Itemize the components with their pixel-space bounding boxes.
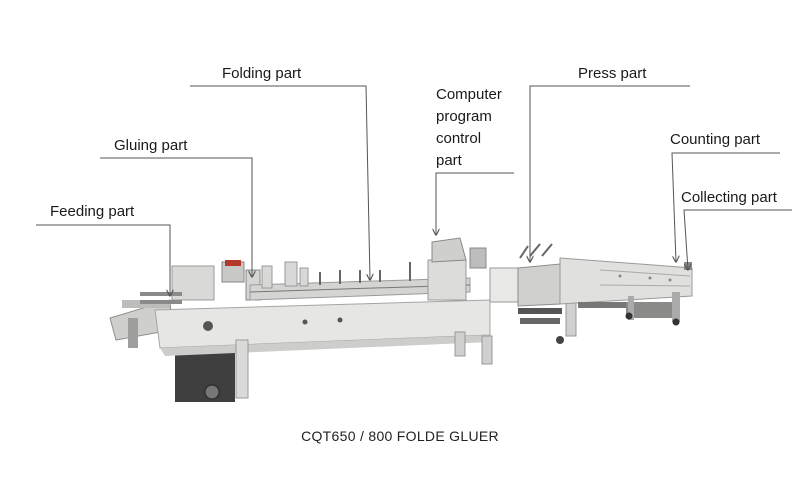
label-computer-line-3: control [436, 130, 482, 147]
leader-lines [36, 85, 792, 296]
label-counting-part: Counting part [670, 131, 761, 148]
label-computer-line-1: Computer [436, 86, 502, 103]
label-computer-line-4: part [436, 152, 462, 169]
label-feeding-part: Feeding part [50, 203, 135, 220]
machine-caption: CQT650 / 800 FOLDE GLUER [301, 428, 499, 444]
folding-section [154, 261, 493, 399]
leader-computer [436, 172, 514, 235]
leader-feeding [36, 224, 170, 296]
leader-counting [671, 152, 780, 262]
label-folding-part: Folding part [222, 65, 302, 82]
leader-folding [190, 85, 370, 280]
label-press-part: Press part [578, 65, 647, 82]
label-computer-line-2: program [436, 108, 492, 125]
label-computer-program-control-part: Computer program control part [436, 84, 502, 172]
label-collecting-part: Collecting part [681, 189, 777, 206]
collecting-section [559, 257, 693, 326]
control-cabinet [427, 237, 519, 303]
label-gluing-part: Gluing part [114, 137, 188, 154]
leader-collecting [683, 209, 792, 270]
folder-gluer-machine [109, 237, 693, 402]
leader-press [530, 85, 690, 262]
leader-gluing [100, 157, 252, 277]
